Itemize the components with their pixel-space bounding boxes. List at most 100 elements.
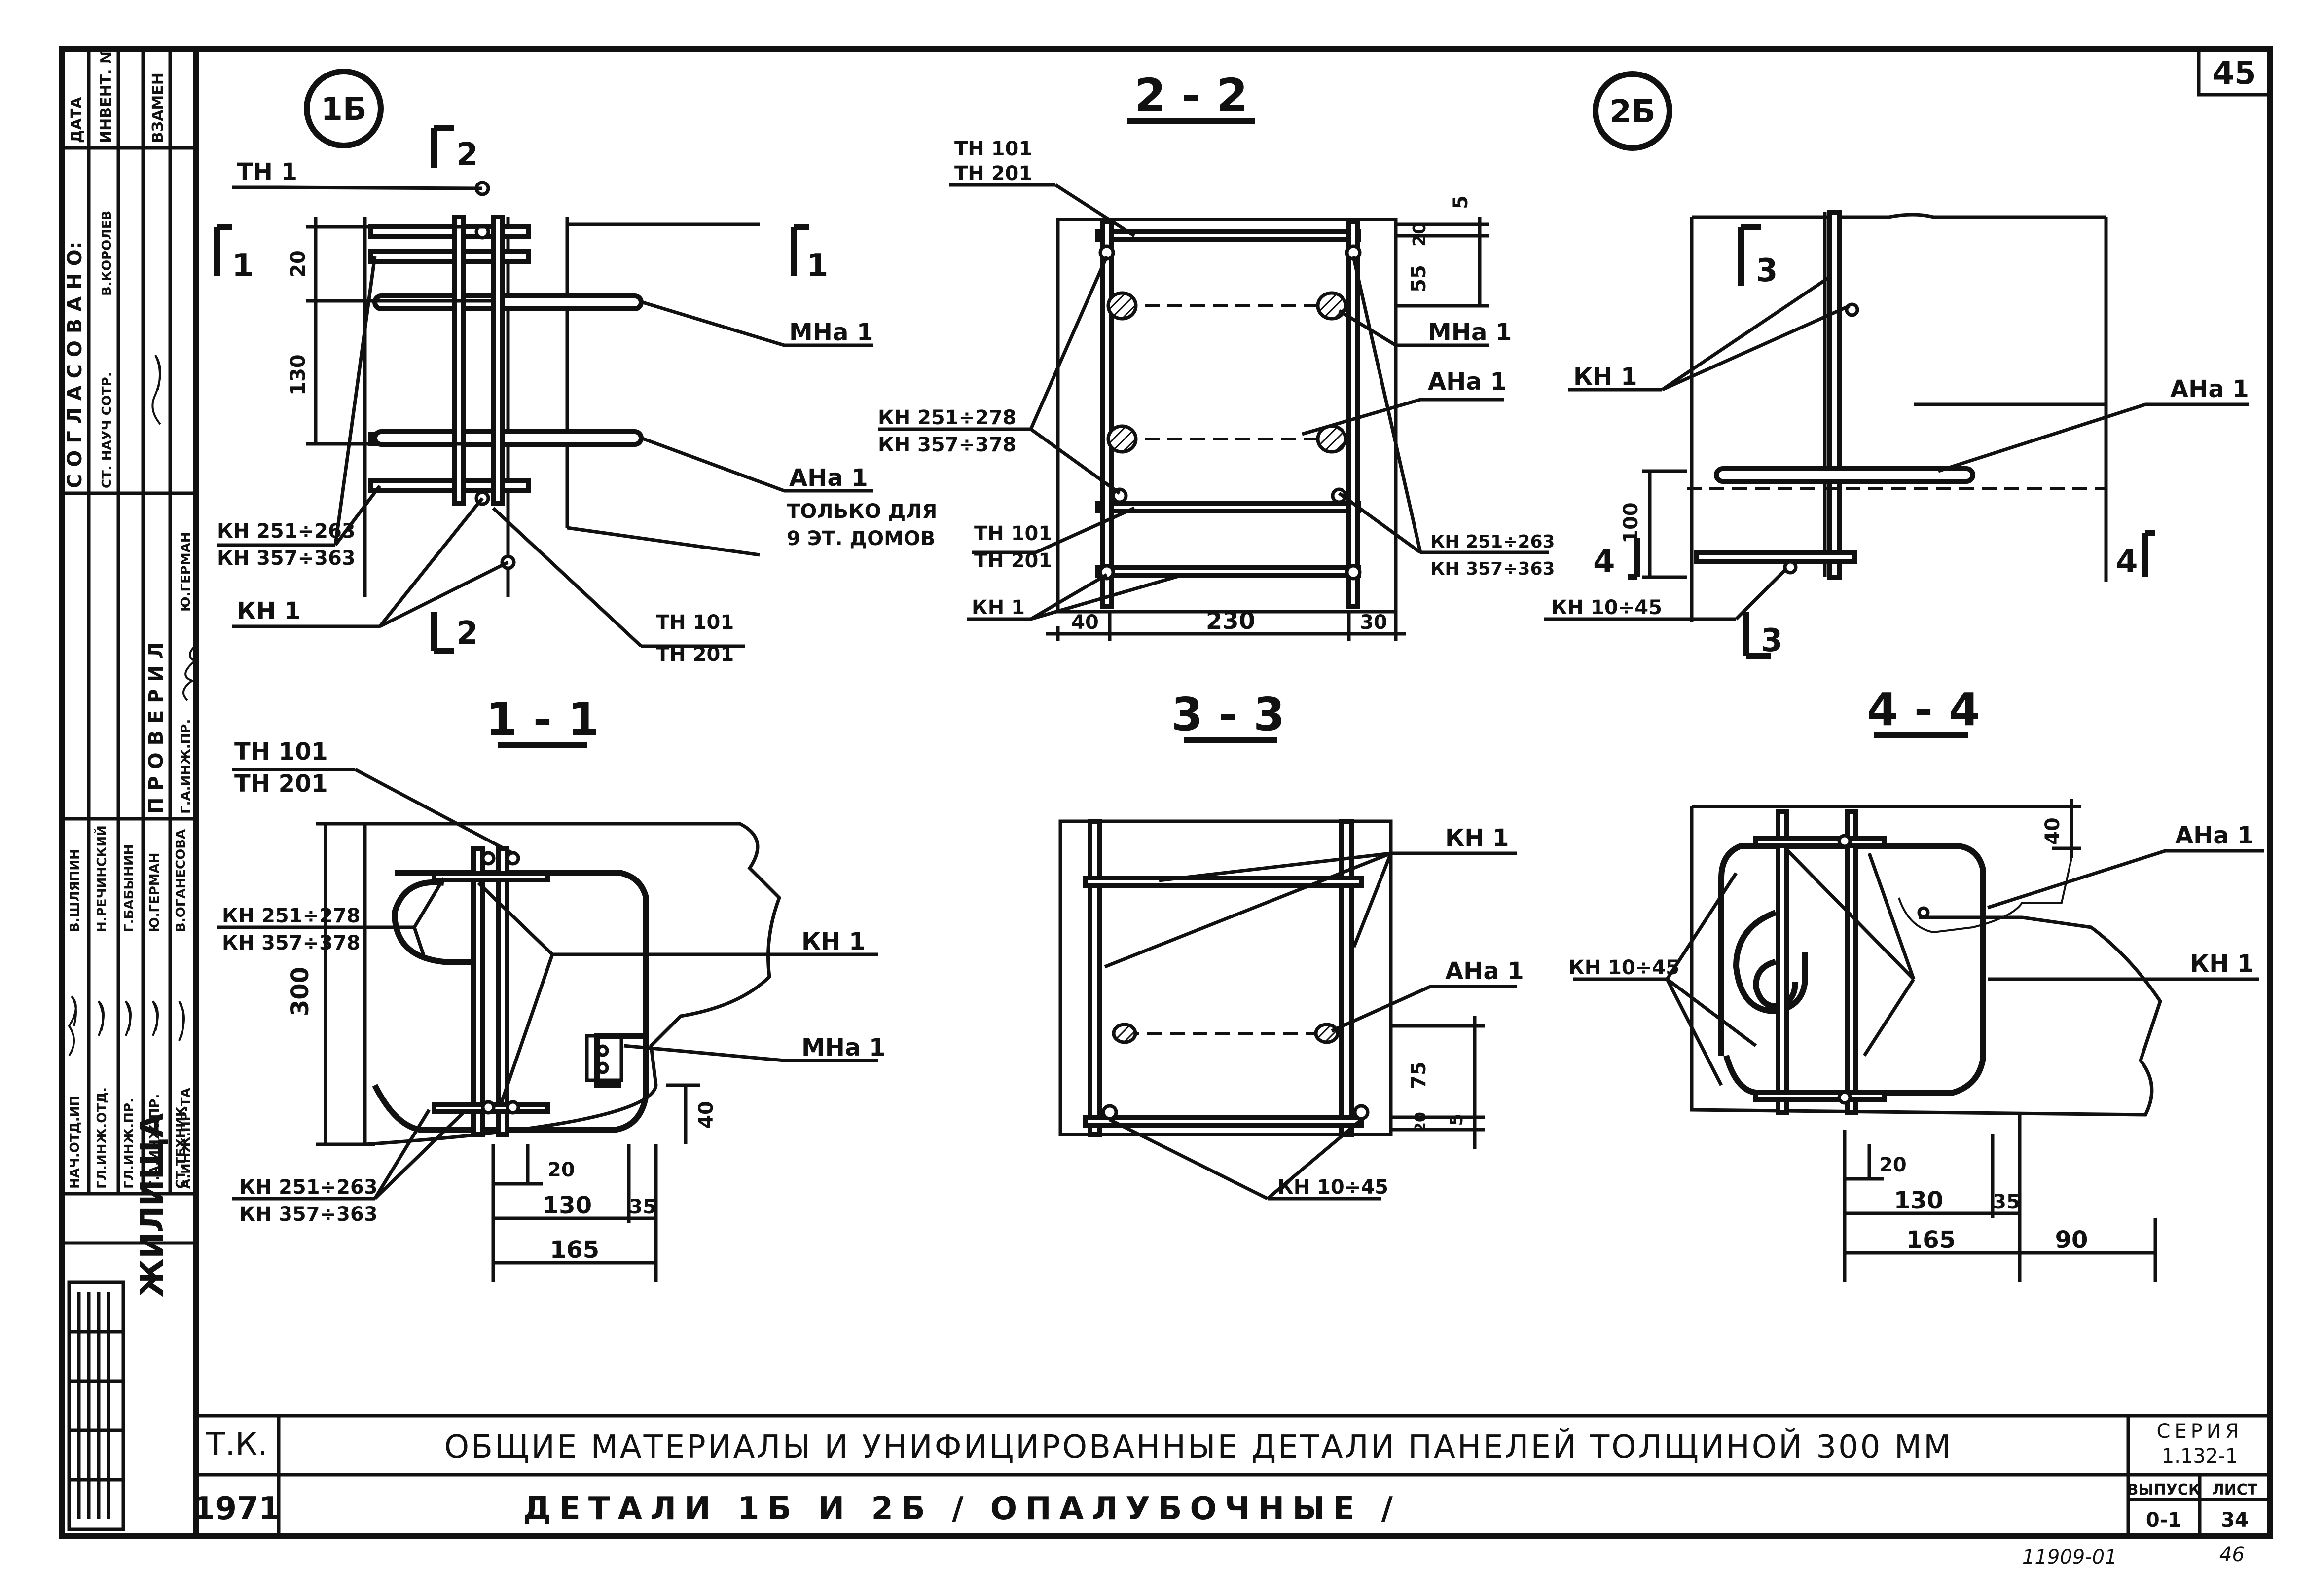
sheet-label: ЛИСТ	[2212, 1481, 2258, 1499]
detail-1b-label-th101: ТН 101	[656, 611, 734, 634]
section-1-1-label-th201: ТН 201	[234, 770, 328, 798]
section-2-2-label-kh-c: КН 251÷263	[1430, 532, 1555, 552]
detail-1b-note-2: 9 ЭТ. ДОМОВ	[787, 527, 935, 550]
detail-2b-cut-3-bottom: 3	[1761, 622, 1783, 659]
institute-logo-text: ЦНИИЭП	[79, 1401, 107, 1519]
section-4-4-label-ana1: АНа 1	[2175, 822, 2254, 849]
agreed-role: СТ. НАУЧ СОТР.	[100, 372, 114, 488]
checked-role-2: А.ИНЖ.ПР-ТА	[179, 1088, 193, 1189]
detail-2b-label-kh1: КН 1	[1573, 363, 1637, 391]
section-2-2-dim-5: 5	[1450, 195, 1472, 209]
section-2-2-label-kh-d: КН 357÷363	[1430, 559, 1555, 579]
section-2-2-label-th201: ТН 201	[954, 162, 1032, 185]
section-3-3-label-kh10: КН 10÷45	[1277, 1176, 1388, 1199]
approval-header-replace: ВЗАМЕН	[149, 73, 167, 143]
series-label: СЕРИЯ	[2156, 1420, 2243, 1443]
section-1-1-label-kh1: КН 1	[801, 928, 866, 955]
title-block	[196, 1414, 2270, 1536]
detail-1b: 1Б	[214, 69, 937, 666]
checked-role-1: Г.А.ИНЖ.ПР.	[179, 719, 193, 814]
section-1-1-dim-40: 40	[695, 1101, 718, 1129]
section-1-1-label-kh-c: КН 251÷263	[239, 1176, 378, 1199]
detail-1b-dim-130: 130	[287, 354, 310, 396]
section-2-2-label-kh-a: КН 251÷278	[878, 406, 1017, 429]
detail-2b-cut-3-top: 3	[1756, 253, 1778, 289]
role-5: СТ.ТЕХНИК	[174, 1106, 188, 1189]
name-4: Ю.ГЕРМАН	[147, 852, 162, 932]
section-4-4-label-kh1: КН 1	[2190, 950, 2254, 978]
detail-1b-label-kh-a: КН 251÷263	[217, 520, 356, 543]
detail-1b-label-th1: ТН 1	[237, 158, 297, 186]
role-1: НАЧ.ОТД.ИП	[68, 1096, 82, 1189]
section-4-4-dim-20: 20	[1879, 1154, 1907, 1176]
detail-1b-label-kh1: КН 1	[237, 597, 301, 625]
section-1-1-dim-20: 20	[547, 1159, 575, 1181]
section-1-1-label-mna1: МНа 1	[801, 1034, 885, 1061]
section-3-3-dim-20: 20	[1412, 1112, 1429, 1133]
institute-name: ЖИЛИЩА	[134, 1113, 171, 1297]
sheet-frame	[59, 46, 2273, 1539]
detail-2b-dim-100: 100	[1620, 502, 1642, 544]
section-1-1: 1 - 1	[217, 693, 885, 1282]
agreed-name: В.КОРОЛЕВ	[100, 211, 114, 296]
section-2-2-label-ana1: АНа 1	[1428, 368, 1507, 396]
section-1-1-dim-130: 130	[543, 1192, 592, 1219]
section-2-2-label-th201b: ТН 201	[974, 549, 1052, 572]
name-1: В.ШЛЯПИН	[68, 849, 82, 932]
detail-1b-label-mna1: МНа 1	[789, 319, 873, 346]
section-1-1-dim-300: 300	[287, 967, 314, 1016]
section-1-1-dim-35: 35	[629, 1196, 656, 1218]
detail-2b-label-ana1: АНа 1	[2170, 375, 2249, 403]
detail-1b-cut-1-left: 1	[232, 248, 254, 284]
detail-1b-note-1: ТОЛЬКО ДЛЯ	[787, 500, 937, 523]
drawing-title: ОБЩИЕ МАТЕРИАЛЫ И УНИФИЦИРОВАННЫЕ ДЕТАЛИ…	[444, 1428, 1953, 1465]
detail-1b-cut-2-bottom: 2	[456, 615, 478, 652]
section-4-4-label-kh10: КН 10÷45	[1568, 956, 1679, 979]
section-1-1-dim-165: 165	[550, 1236, 599, 1264]
section-2-2-label-mna1: МНа 1	[1428, 319, 1512, 346]
section-2-2-title: 2 - 2	[1134, 69, 1248, 122]
role-4: Г.А.ИНЖ.ПР.	[147, 1094, 162, 1189]
section-2-2-dim-30: 30	[1360, 611, 1387, 634]
section-2-2-label-kh1: КН 1	[972, 596, 1025, 619]
title-tk: Т.К.	[205, 1427, 267, 1463]
section-3-3-title: 3 - 3	[1171, 688, 1285, 741]
detail-1b-label-ana1: АНа 1	[789, 464, 868, 492]
drawing-subtitle: ДЕТАЛИ 1Б И 2Б / ОПАЛУБОЧНЫЕ /	[523, 1491, 1401, 1527]
signatures	[68, 354, 197, 1057]
section-2-2-dim-40: 40	[1071, 611, 1099, 634]
detail-2b-cut-4-right: 4	[2116, 544, 2138, 580]
detail-1b-dim-20: 20	[287, 250, 310, 278]
detail-2b-tag: 2Б	[1609, 94, 1655, 130]
archive-page: 46	[2219, 1543, 2245, 1566]
archive-stamp: 11909-01	[2022, 1546, 2117, 1569]
section-2-2-label-th101b: ТН 101	[974, 522, 1052, 545]
role-3: ГЛ.ИНЖ.ПР.	[122, 1098, 137, 1189]
agreed-title: С О Г Л А С О В А Н О:	[64, 241, 86, 488]
name-5: В.ОГАНЕСОВА	[174, 829, 188, 932]
section-2-2-dim-20: 20	[1410, 222, 1430, 247]
checked-title: П Р О В Е Р И Л	[145, 642, 168, 814]
section-2-2-label-kh-b: КН 357÷378	[878, 434, 1017, 456]
section-4-4-dim-165: 165	[1906, 1226, 1956, 1254]
institute-logo	[67, 1280, 125, 1531]
issue-label: ВЫПУСК	[2127, 1481, 2201, 1499]
approval-header-inventory: ИНВЕНТ. №	[98, 46, 115, 143]
role-2: ГЛ.ИНЖ.ОТД.	[95, 1087, 109, 1189]
section-1-1-label-kh-a: КН 251÷278	[222, 905, 361, 927]
section-3-3: 3 - 3 75 20 5 КН 1 АНа 1 КН 10÷45	[1058, 688, 1524, 1201]
detail-1b-label-kh-b: КН 357÷363	[217, 547, 356, 570]
detail-1b-tag-circle	[304, 69, 384, 148]
section-1-1-label-kh-b: КН 357÷378	[222, 932, 361, 954]
approval-header-date: ДАТА	[68, 97, 85, 143]
section-2-2-dim-230: 230	[1206, 607, 1255, 635]
sheet-value: 34	[2221, 1509, 2249, 1532]
section-4-4-dim-90: 90	[2055, 1226, 2088, 1254]
section-3-3-label-kh1: КН 1	[1445, 824, 1509, 852]
section-3-3-dim-75: 75	[1408, 1061, 1430, 1089]
sheet-number: 45	[2212, 55, 2256, 92]
issue-value: 0-1	[2146, 1509, 2181, 1532]
title-year: 1971	[193, 1491, 281, 1527]
name-3: Г.БАБЫНИН	[122, 844, 137, 932]
